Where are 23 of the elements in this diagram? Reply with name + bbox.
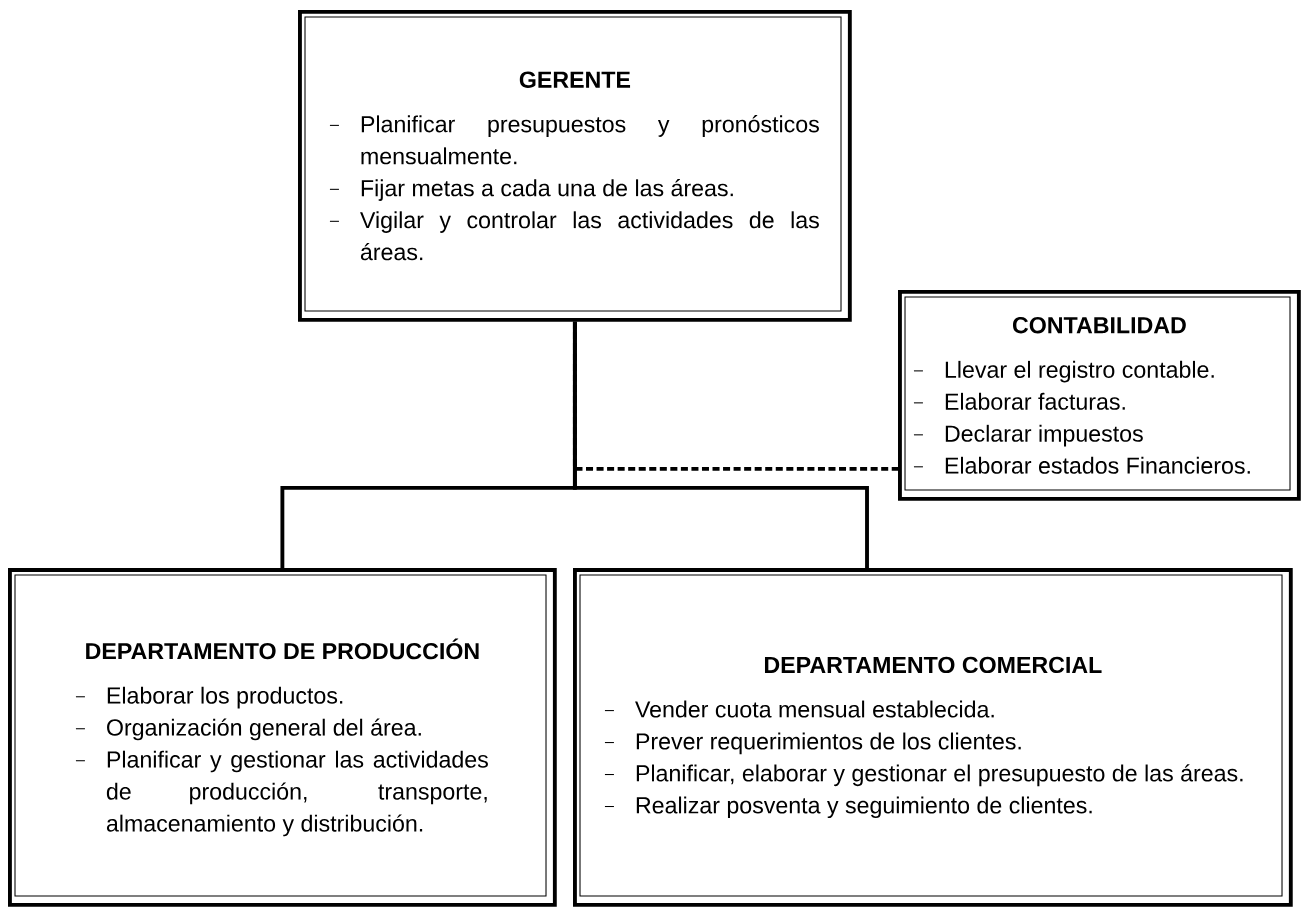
box-heading: DEPARTAMENTO COMERCIAL [765, 656, 1102, 674]
org-box [573, 568, 1293, 907]
list-item: Realizar posventa y seguimiento de clientes. [604, 796, 1092, 819]
list-item: Planificar presupuestos y pronósticos mensualmente. [329, 115, 819, 165]
list-item: Elaborar facturas. [913, 392, 1125, 410]
list-item: Vender cuota mensual establecida. [604, 700, 994, 718]
list-item: Prever requerimientos de los clientes. [604, 732, 1021, 755]
dotted-line [572, 321, 898, 471]
box-heading: CONTABILIDAD [1013, 317, 1186, 334]
list-item: Llevar el registro contable. [913, 360, 1214, 383]
box-heading: DEPARTAMENTO DE PRODUCCIÓN [86, 638, 479, 660]
list-item: Elaborar estados Financieros. [913, 456, 1250, 474]
box-heading: GERENTE [519, 71, 631, 88]
list-item: Vigilar y controlar las actividades de las áreas. [329, 211, 819, 261]
org-box [298, 10, 852, 322]
org-box [8, 568, 557, 907]
org-box [898, 290, 1301, 501]
list-item: Elaborar los productos. [75, 686, 343, 709]
list-item: Planificar y gestionar las actividades de producción, transporte, almacenamiento y distribución. [75, 750, 488, 837]
list-item: Planificar, elaborar y gestionar el presupuesto de las áreas. [604, 764, 1243, 787]
list-item: Organización general del área. [75, 718, 421, 741]
list-item: Declarar impuestos [913, 424, 1143, 447]
list-item: Fijar metas a cada una de las áreas. [329, 179, 733, 201]
